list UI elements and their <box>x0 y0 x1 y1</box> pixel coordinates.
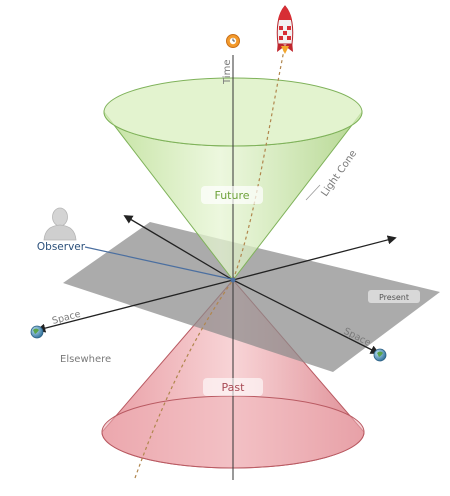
clock-icon <box>226 34 240 48</box>
light-cone-pointer <box>305 184 321 201</box>
space-axis-back-left <box>123 215 234 281</box>
past-label: Past <box>203 378 263 396</box>
origin-event <box>230 277 236 283</box>
space-label-left: Space <box>51 309 82 327</box>
person-icon <box>43 207 77 241</box>
present-text: Present <box>379 293 409 302</box>
space-axis-left <box>36 279 234 333</box>
space-axis-front-right <box>232 279 380 354</box>
present-label: Present <box>368 290 420 303</box>
observer-label: Observer <box>37 241 86 253</box>
future-label: Future <box>201 186 263 204</box>
globe-icon-left <box>30 325 44 339</box>
rocket-icon <box>276 5 294 54</box>
elsewhere-label: Elsewhere <box>60 354 111 365</box>
space-axis-right <box>232 235 397 281</box>
past-text: Past <box>222 381 246 394</box>
future-text: Future <box>214 189 249 202</box>
time-label: Time <box>222 60 233 85</box>
observer-line <box>84 246 232 280</box>
globe-icon-right <box>373 348 387 362</box>
present-plane <box>63 222 440 372</box>
